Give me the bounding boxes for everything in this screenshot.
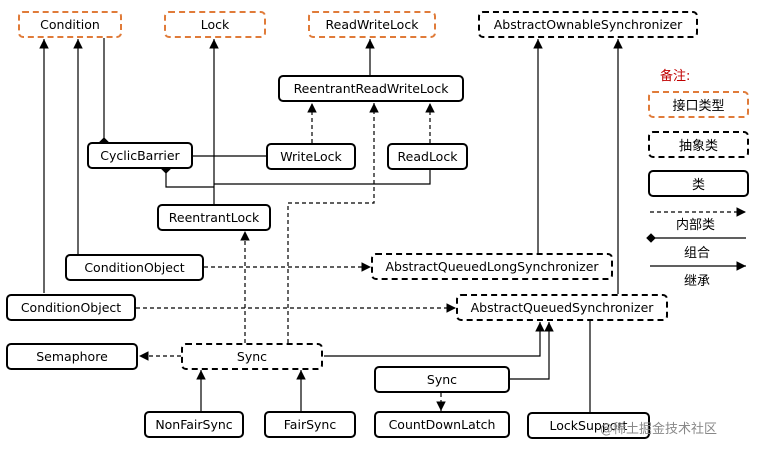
node-lock-label: Lock [200, 17, 230, 32]
node-fairsync-label: FairSync [283, 417, 337, 432]
node-condition-label: Condition [40, 17, 100, 32]
node-readwritelock: ReadWriteLock [308, 11, 436, 38]
edge-reentrantlock-cyclicbarrier [161, 164, 214, 188]
node-cyclicbarrier: CyclicBarrier [87, 142, 193, 169]
legend-class-box: 类 [648, 170, 749, 197]
node-writelock-label: WriteLock [280, 149, 342, 164]
node-reentrantlock-label: ReentrantLock [168, 210, 260, 225]
node-aqls-label: AbstractQueuedLongSynchronizer [385, 259, 599, 274]
node-rrwl-label: ReentrantReadWriteLock [293, 81, 449, 96]
node-reentrantlock: ReentrantLock [157, 204, 271, 231]
node-sync-semaphore-label: Sync [236, 349, 268, 364]
node-abstractqueuedlongsynchronizer: AbstractQueuedLongSynchronizer [371, 253, 613, 280]
node-semaphore-label: Semaphore [36, 349, 108, 364]
node-reentrantreadwritelock: ReentrantReadWriteLock [278, 75, 464, 102]
edge-readlock-lock [214, 170, 431, 185]
legend-abstract-label: 抽象类 [678, 139, 718, 154]
legend-interface-box: 接口类型 [648, 91, 749, 118]
node-fairsync: FairSync [264, 411, 356, 438]
node-conditionobject-long: ConditionObject [65, 254, 204, 281]
legend-class-label: 类 [691, 178, 705, 193]
node-countdownlatch: CountDownLatch [374, 411, 510, 438]
edge-sync-rrwl [287, 103, 379, 343]
node-semaphore: Semaphore [6, 343, 138, 370]
node-lock: Lock [164, 11, 266, 38]
node-locksupport-label: LockSupport [549, 418, 628, 433]
node-cyclicbarrier-label: CyclicBarrier [100, 148, 180, 163]
node-aos-label: AbstractOwnableSynchronizer [493, 17, 683, 32]
node-conditionobject: ConditionObject [6, 294, 136, 321]
node-writelock: WriteLock [266, 143, 356, 170]
legend-title: 备注: [660, 69, 691, 84]
node-locksupport: LockSupport [527, 412, 650, 439]
node-readwritelock-label: ReadWriteLock [325, 17, 419, 32]
legend-interface-label: 接口类型 [672, 99, 725, 114]
node-sync-cdl-label: Sync [426, 372, 458, 387]
legend-abstract-box: 抽象类 [648, 131, 749, 158]
legend-composition-label: 组合 [684, 246, 711, 261]
watermark: @稀土掘金技术社区 [600, 422, 718, 437]
node-sync-countdownlatch: Sync [374, 366, 510, 393]
edge-sync-sem-aqs [324, 322, 545, 357]
node-condition: Condition [18, 11, 122, 38]
node-aqs-label: AbstractQueuedSynchronizer [470, 300, 654, 315]
node-readlock-label: ReadLock [397, 149, 458, 164]
node-readlock: ReadLock [387, 143, 468, 170]
node-nonfairsync: NonFairSync [144, 411, 244, 438]
node-abstractqueuedsynchronizer: AbstractQueuedSynchronizer [456, 294, 668, 321]
node-countdownlatch-label: CountDownLatch [388, 417, 496, 432]
node-sync-semaphore: Sync [181, 343, 323, 370]
node-conditionobject-long-label: ConditionObject [84, 260, 185, 275]
node-conditionobject-label: ConditionObject [20, 300, 122, 315]
edge-sync-cdl-aqs [510, 322, 554, 380]
node-abstractownablesynchronizer: AbstractOwnableSynchronizer [478, 11, 698, 38]
node-nonfairsync-label: NonFairSync [155, 417, 233, 432]
legend-inner-label: 内部类 [676, 218, 716, 233]
legend-inheritance-label: 继承 [684, 274, 711, 289]
